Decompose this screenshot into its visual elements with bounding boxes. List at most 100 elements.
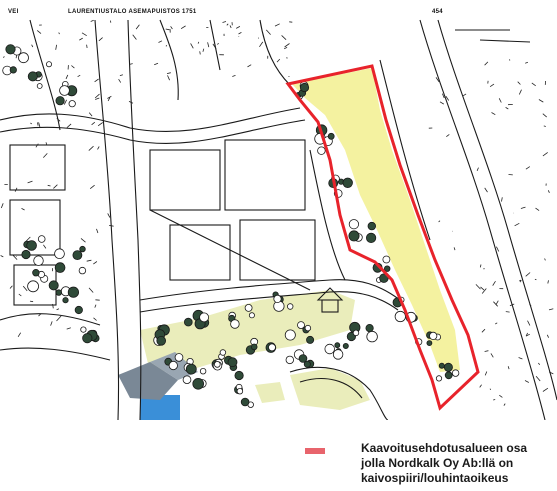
hatch-stroke xyxy=(128,101,134,104)
hatch-stroke xyxy=(207,42,210,48)
hatch-stroke xyxy=(544,258,546,261)
tree-symbol xyxy=(324,343,335,355)
hatch-stroke xyxy=(529,303,532,307)
legend-boundary-swatch xyxy=(305,448,325,454)
hatch-stroke xyxy=(71,65,75,69)
hatch-stroke xyxy=(52,303,54,309)
hatch-stroke xyxy=(118,78,122,83)
tree-symbol xyxy=(62,297,69,304)
hatch-stroke xyxy=(56,117,61,122)
tree-symbol xyxy=(384,265,391,272)
tree-symbol xyxy=(352,329,360,337)
hatch-stroke xyxy=(232,75,236,77)
hatch-stroke xyxy=(29,300,34,303)
hatch-stroke xyxy=(94,304,97,308)
hatch-stroke xyxy=(266,29,271,35)
tree-symbol xyxy=(68,100,76,108)
hatch-stroke xyxy=(481,328,486,333)
hatch-stroke xyxy=(520,206,526,209)
hatch-stroke xyxy=(96,228,99,234)
hatch-stroke xyxy=(217,42,219,45)
hatch-stroke xyxy=(180,25,186,30)
hatch-stroke xyxy=(525,166,531,170)
hatch-stroke xyxy=(495,300,499,306)
tree-symbol xyxy=(244,303,253,312)
tree-symbol xyxy=(365,323,374,333)
tree-symbol xyxy=(74,305,83,315)
tree-symbol xyxy=(79,245,86,253)
hatch-stroke xyxy=(479,264,482,268)
hatch-stroke xyxy=(63,99,67,105)
hatch-stroke xyxy=(505,107,509,110)
tree-symbol xyxy=(342,342,349,349)
tree-symbol xyxy=(78,266,87,275)
tree-symbol xyxy=(46,61,53,68)
hatch-stroke xyxy=(518,89,522,95)
hatch-stroke xyxy=(12,255,18,260)
tree-symbol xyxy=(382,255,391,264)
hatch-stroke xyxy=(197,41,200,44)
hatch-stroke xyxy=(165,28,170,31)
tree-symbol xyxy=(429,331,438,340)
tree-symbol xyxy=(444,371,453,380)
tree-symbol xyxy=(394,310,406,323)
tree-symbol xyxy=(37,235,46,243)
tree-symbol xyxy=(297,321,305,330)
hatch-stroke xyxy=(107,97,111,102)
tree-symbol xyxy=(298,354,308,363)
hatch-stroke xyxy=(259,41,264,48)
hatch-stroke xyxy=(66,123,72,128)
hatch-stroke xyxy=(3,56,5,58)
hatch-stroke xyxy=(119,74,124,76)
tree-symbol xyxy=(426,340,433,347)
tree-symbol xyxy=(332,349,344,360)
hatch-stroke xyxy=(94,93,100,99)
legend-line-3: kaivospiiri/louhintaoikeus xyxy=(361,471,509,485)
hatch-stroke xyxy=(281,35,287,40)
plan-proposal-area xyxy=(292,68,460,372)
hatch-stroke xyxy=(543,125,546,127)
hatch-stroke xyxy=(236,26,241,29)
hatch-stroke xyxy=(88,145,94,151)
hatch-stroke xyxy=(527,320,531,326)
tree-symbol xyxy=(182,375,192,385)
mining-rights-boundary xyxy=(285,64,480,411)
hatch-stroke xyxy=(94,78,99,83)
tree-symbol xyxy=(334,342,341,349)
hatch-stroke xyxy=(27,180,33,184)
hatch-stroke xyxy=(484,371,488,376)
hatch-stroke xyxy=(481,288,487,294)
hatch-stroke xyxy=(38,122,41,128)
hatch-stroke xyxy=(462,93,467,97)
tree-symbol xyxy=(32,269,40,277)
hatch-stroke xyxy=(97,146,100,150)
tree-symbol xyxy=(438,362,445,369)
hatch-stroke xyxy=(95,97,100,100)
tree-symbol xyxy=(268,343,276,352)
tree-symbol xyxy=(303,360,311,368)
hatch-stroke xyxy=(484,61,489,66)
tree-symbol xyxy=(443,362,453,372)
hatch-stroke xyxy=(494,322,498,325)
hatch-stroke xyxy=(499,394,503,398)
tree-symbol xyxy=(199,368,207,375)
hatch-stroke xyxy=(514,222,520,227)
hatch-stroke xyxy=(80,238,86,243)
hatch-stroke xyxy=(439,101,445,105)
tree-symbol xyxy=(26,240,37,251)
hatch-stroke xyxy=(202,48,205,52)
hatch-stroke xyxy=(50,321,53,326)
hatch-stroke xyxy=(97,122,103,127)
hatch-stroke xyxy=(88,112,93,117)
hatch-stroke xyxy=(129,63,133,65)
tree-symbol xyxy=(435,375,443,382)
hatch-stroke xyxy=(438,220,441,223)
tree-symbol xyxy=(192,377,205,390)
hatch-stroke xyxy=(283,47,288,50)
tree-symbol xyxy=(54,248,65,260)
hatch-stroke xyxy=(109,225,114,227)
green-park-areas xyxy=(140,290,370,410)
tree-symbol xyxy=(33,255,44,266)
hatch-stroke xyxy=(93,261,98,265)
hatch-stroke xyxy=(498,98,502,103)
